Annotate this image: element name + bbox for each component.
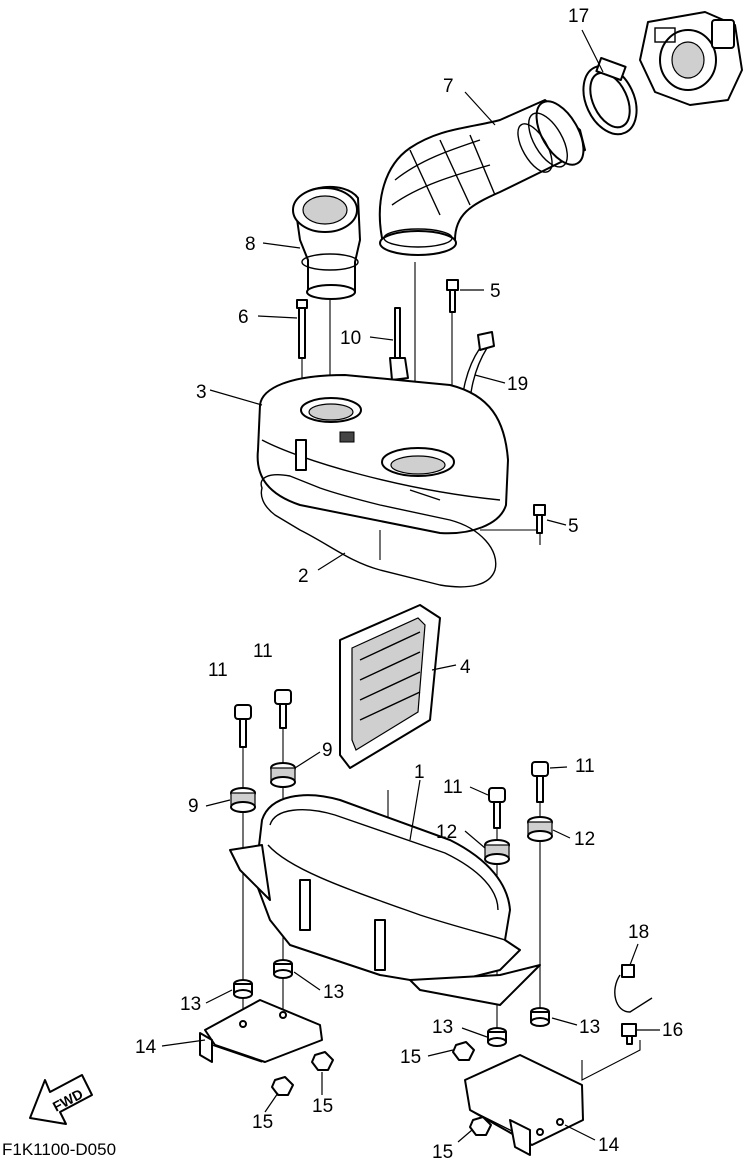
filter-case-1-part (229, 794, 541, 1006)
nut-15-a-part (311, 1051, 334, 1071)
drawing-code: F1K1100-D050 (2, 1140, 116, 1159)
bolt-11-d-part (531, 761, 549, 803)
bolt-11-c-part (488, 787, 506, 829)
bolt-5-top-part (446, 279, 459, 313)
callout-8: 7 (443, 76, 454, 97)
callout-15-d: 15 (432, 1142, 453, 1160)
grommet-9-left-part (230, 787, 256, 813)
nut-15-d-part (469, 1116, 492, 1136)
callout-6: 6 (238, 307, 249, 328)
callout-3: 3 (196, 382, 207, 403)
callout-4: 4 (460, 657, 471, 678)
nut-15-b-part (271, 1076, 294, 1096)
collar-13-a-part (233, 979, 253, 999)
grommet-12-left-part (484, 839, 510, 865)
callout-13-d: 13 (579, 1017, 600, 1038)
hose-clamp-16-part (582, 56, 638, 136)
leader-lines (161, 29, 660, 1143)
callout-16: 17 (568, 6, 589, 27)
bracket-14-left-part (199, 999, 323, 1063)
callout-11-d: 11 (575, 756, 595, 777)
callout-17: 16 (662, 1020, 683, 1041)
callout-1: 1 (414, 762, 425, 783)
callout-2: 2 (298, 566, 309, 587)
grommet-12-right-part (527, 816, 553, 842)
callout-7: 8 (245, 234, 256, 255)
cable-band-18-part (614, 964, 653, 1013)
callout-18: 18 (628, 922, 649, 943)
callout-14-right: 14 (598, 1135, 620, 1156)
callout-labels: 17 7 8 6 5 10 19 3 5 2 4 11 11 1 9 11 9 … (135, 6, 683, 1160)
collar-13-b-part (273, 959, 293, 979)
bracket-14-right-part (464, 1054, 584, 1156)
gasket-2-part (260, 474, 497, 588)
callout-15-a: 15 (312, 1096, 333, 1117)
nut-15-c-part (452, 1041, 475, 1061)
bolt-11-b-part (274, 689, 292, 729)
callout-12-right: 12 (574, 829, 595, 850)
cable-tie-10-part (389, 307, 409, 381)
bolt-11-a-part (234, 704, 252, 748)
callout-5-top: 5 (490, 281, 501, 302)
callout-11-b: 11 (253, 641, 273, 662)
bolt-6-part (296, 299, 308, 359)
filter-element-4-part (339, 604, 441, 769)
throttle-body-part (639, 11, 743, 106)
callout-19: 19 (507, 374, 528, 395)
callout-11-a: 11 (208, 660, 228, 681)
callout-9-right: 9 (322, 740, 333, 761)
callout-12-left: 12 (436, 822, 457, 843)
callout-5-right: 5 (568, 516, 579, 537)
collar-13-c-part (487, 1027, 507, 1047)
callout-13-b: 13 (323, 982, 344, 1003)
intake-joint-8-part (378, 99, 586, 256)
case-cover-3-part (256, 374, 509, 535)
callout-14-left: 14 (135, 1037, 157, 1058)
callout-11-c: 11 (443, 777, 463, 798)
callout-15-b: 15 (252, 1112, 273, 1133)
callout-10: 10 (340, 328, 361, 349)
callout-13-a: 13 (180, 994, 201, 1015)
callout-13-c: 13 (432, 1017, 453, 1038)
collar-13-d-part (530, 1007, 550, 1027)
grommet-9-right-part (270, 762, 296, 788)
fwd-arrow-icon: FWD (29, 1074, 93, 1125)
callout-15-c: 15 (400, 1047, 421, 1068)
callout-9-left: 9 (188, 796, 199, 817)
intake-funnel-7-part (292, 185, 361, 300)
clip-17-part (621, 1023, 637, 1045)
bolt-5-right-part (533, 504, 546, 534)
